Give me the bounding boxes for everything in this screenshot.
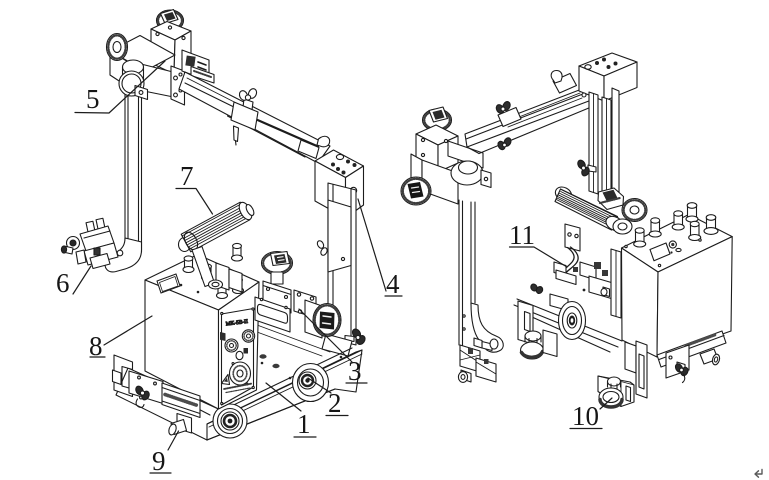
svg-text:2: 2	[328, 388, 342, 418]
svg-text:11: 11	[509, 220, 535, 250]
svg-text:8: 8	[89, 331, 103, 361]
svg-text:10: 10	[572, 401, 599, 431]
svg-text:MK-5B-II: MK-5B-II	[226, 319, 249, 328]
svg-text:4: 4	[386, 269, 400, 299]
svg-text:1: 1	[297, 409, 311, 439]
svg-text:6: 6	[56, 268, 70, 298]
svg-text:9: 9	[152, 446, 166, 476]
svg-text:5: 5	[86, 84, 100, 114]
svg-text:3: 3	[348, 356, 362, 386]
svg-text:7: 7	[180, 161, 194, 191]
